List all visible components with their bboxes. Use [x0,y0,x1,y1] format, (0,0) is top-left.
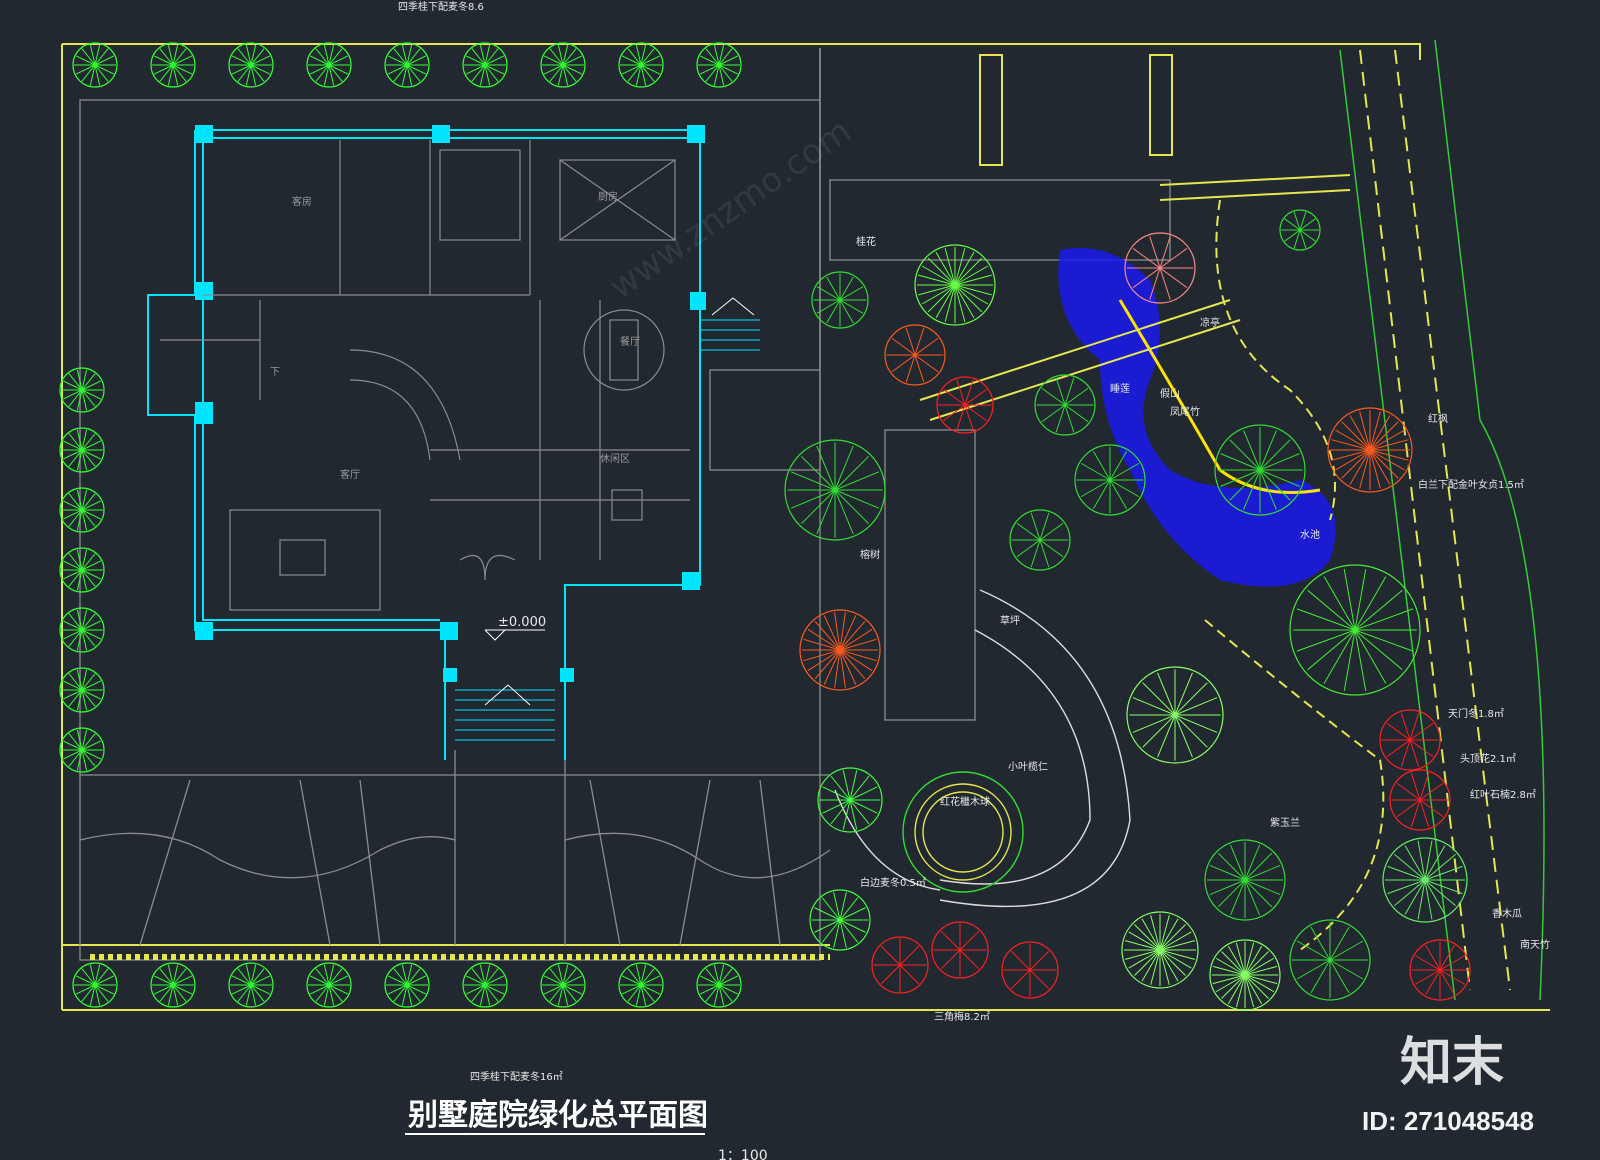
plant-symbol [817,767,883,833]
plant-symbol [228,962,274,1008]
plant-symbol [809,889,871,951]
plant-symbol [306,42,352,88]
road-edge [1339,39,1545,1001]
plant-symbol [59,727,105,773]
plant-symbol [618,42,664,88]
plant-symbol [696,962,742,1008]
plant-symbol [799,609,881,691]
label-asparagus: 天门冬1.8㎡ [1448,707,1504,720]
label-loropetalum: 红花檵木球 [940,795,990,808]
plant-symbol [811,271,869,329]
plant-symbol [1126,666,1224,764]
paving [79,99,1171,961]
plant-symbol [1009,509,1071,571]
drawing-title: 别墅庭院绿化总平面图 [408,1098,708,1133]
plant-symbol [1124,232,1196,304]
label-grass: 草坪 [1000,614,1020,627]
room-label-living: 客厅 [340,468,360,481]
label-red-maple: 红枫 [1428,412,1448,425]
hedge-symbols [59,42,742,1008]
columns [195,125,706,682]
label-bottom-hedge: 四季桂下配麦冬16㎡ [470,1070,563,1083]
label-tree1: 桂花 [856,235,876,248]
plant-symbol [1289,564,1421,696]
plant-symbol [1289,919,1371,1001]
drawing-scale: 1：100 [718,1148,768,1160]
plant-symbol [59,667,105,713]
label-tree2: 榕树 [860,548,880,561]
plant-symbol [59,547,105,593]
plant-symbol [1209,939,1281,1011]
plant-symbol [150,42,196,88]
label-bougainvillea: 三角梅8.2㎡ [934,1010,990,1023]
house-walls [147,129,701,760]
plant-symbol [884,324,946,386]
label-magnolia: 白兰下配金叶女贞1.5㎡ [1418,478,1524,491]
plant-symbol [784,439,886,541]
elevation-mark: ±0.000 [498,615,546,630]
watermark-id: ID: 271048548 [1362,1106,1534,1136]
plant-symbol [1409,939,1471,1001]
plant-symbol [540,42,586,88]
plant-symbol [1389,769,1451,831]
label-rock: 假山 [1160,387,1180,400]
label-pavilion: 凉亭 [1200,316,1220,329]
plant-symbol [871,936,929,994]
room-label-leisure: 休闲区 [600,452,630,465]
plant-labels: 四季桂下配麦冬8.6 四季桂下配麦冬16㎡ 红枫 白兰下配金叶女贞1.5㎡ 天门… [398,0,1550,1083]
label-top-hedge: 四季桂下配麦冬8.6 [398,0,484,13]
label-photinia: 红叶石楠2.8㎡ [1470,788,1536,801]
room-label-down: 下 [270,367,280,378]
plant-symbol [1001,941,1059,999]
label-yulan: 紫玉兰 [1270,816,1300,829]
interior [160,140,690,611]
arc-walkway [834,589,1131,908]
site-boundary [61,43,1550,1011]
entry-steps [455,297,760,741]
label-pond: 水池 [1300,528,1320,541]
plant-symbol [914,244,996,326]
plant-symbol [59,367,105,413]
plant-symbol [384,42,430,88]
label-liriope: 白边麦冬0.5㎡ [860,876,926,889]
plant-symbol [72,42,118,88]
label-lotus: 睡莲 [1110,382,1130,395]
plant-symbol [59,427,105,473]
plant-symbols [784,209,1471,1011]
label-bamboo: 凤尾竹 [1170,405,1200,418]
plant-symbol [1214,424,1306,516]
plant-symbol [384,962,430,1008]
plant-symbol [59,607,105,653]
plant-symbol [936,376,994,434]
plant-symbol [1379,709,1441,771]
plant-symbol [540,962,586,1008]
plant-symbol [59,487,105,533]
room-label-dining: 餐厅 [620,335,640,348]
plant-symbol [306,962,352,1008]
plant-symbol [1279,209,1321,251]
plant-symbol [1382,837,1468,923]
plant-symbol [1121,911,1199,989]
plant-symbol [1074,444,1146,516]
plant-symbol [150,962,196,1008]
plant-symbol [228,42,274,88]
plant-symbol [931,921,989,979]
plant-symbol [1034,374,1096,436]
plant-symbol [462,962,508,1008]
stone-path [90,174,1385,960]
plant-symbol [72,962,118,1008]
plant-symbol [462,42,508,88]
label-terminalia: 小叶榄仁 [1008,760,1048,773]
plant-symbol [618,962,664,1008]
label-papaya: 香木瓜 [1492,908,1522,920]
label-nandina: 南天竹 [1520,938,1550,951]
watermark-brand: 知末 [1400,1033,1504,1093]
room-label-guest: 客房 [292,195,312,208]
plant-symbol [1204,839,1286,921]
plant-symbol [696,42,742,88]
label-flower2: 头顶花2.1㎡ [1460,752,1516,765]
room-label-kitchen: 厨房 [598,190,618,203]
plant-symbol [1327,407,1413,493]
